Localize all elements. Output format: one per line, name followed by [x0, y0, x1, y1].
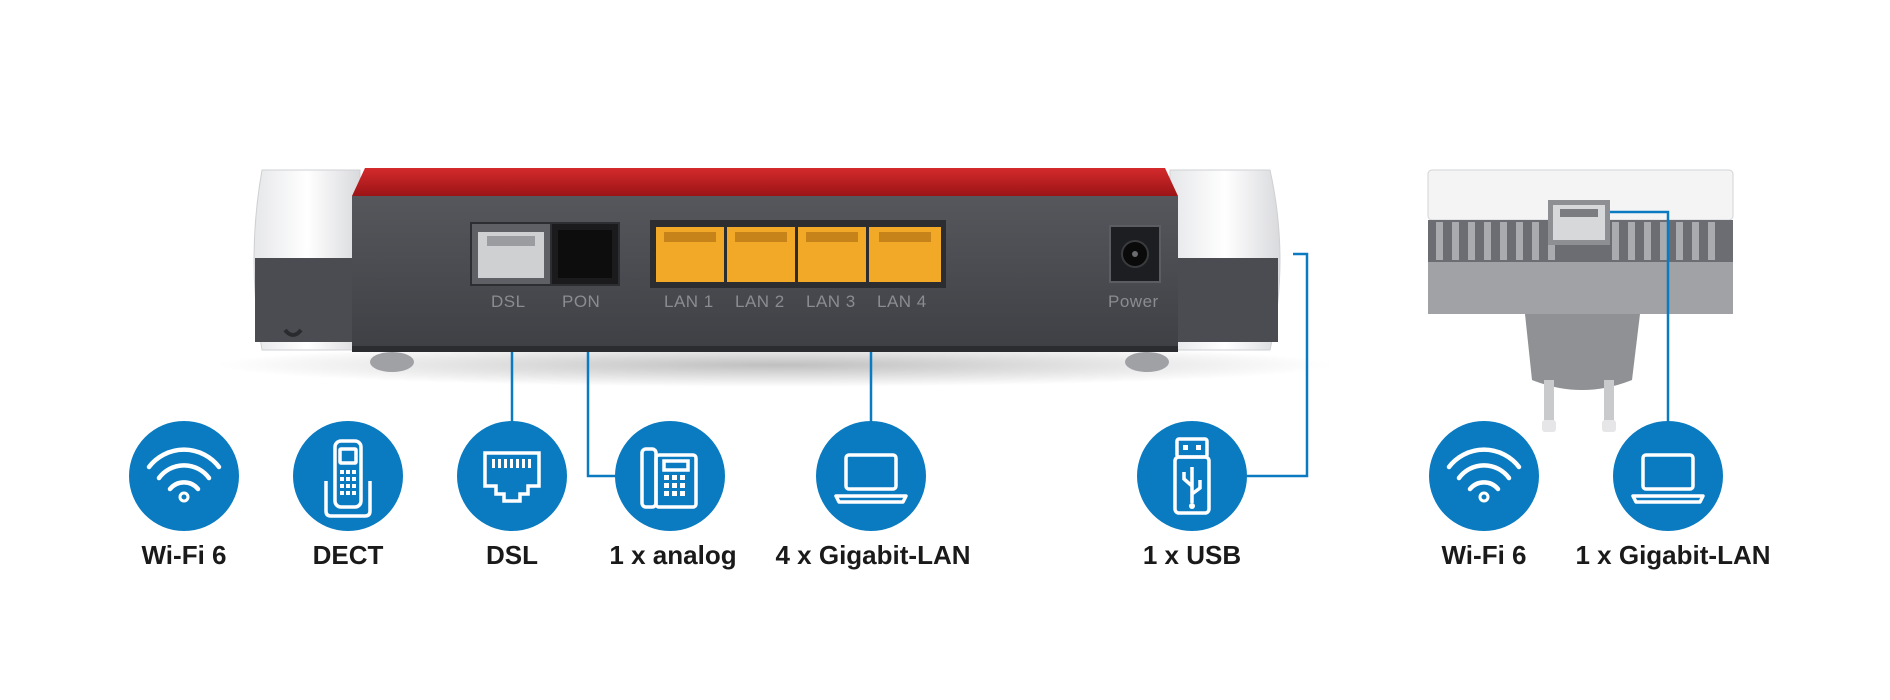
analog-phone-icon [615, 421, 725, 531]
port-label-power: Power [1108, 292, 1159, 311]
dsl-port-icon [457, 421, 567, 531]
feature-label-repeater-lan: 1 x Gigabit-LAN [1575, 540, 1771, 570]
lan-ports [650, 220, 946, 288]
feature-label-usb: 1 x USB [1142, 540, 1242, 570]
port-label-lan3: LAN 3 [806, 292, 856, 311]
port-label-lan4: LAN 4 [877, 292, 927, 311]
repeater [1427, 169, 1734, 432]
feature-label-repeater-wifi: Wi-Fi 6 [1441, 540, 1527, 570]
feature-label-wifi: Wi-Fi 6 [141, 540, 227, 570]
usb-icon [1137, 421, 1247, 531]
port-label-pon: PON [562, 292, 600, 311]
wifi-icon [129, 421, 239, 531]
dect-phone-icon [293, 421, 403, 531]
port-label-lan1: LAN 1 [664, 292, 714, 311]
dsl-port [470, 222, 552, 286]
power-port [1109, 225, 1161, 283]
connector-lines [510, 210, 1670, 478]
port-label-lan2: LAN 2 [735, 292, 785, 311]
feature-label-gigabit-lan: 4 x Gigabit-LAN [775, 540, 971, 570]
feature-label-analog: 1 x analog [609, 540, 737, 570]
wifi-icon [1429, 421, 1539, 531]
laptop-icon [1613, 421, 1723, 531]
feature-label-dsl: DSL [486, 540, 538, 570]
port-label-dsl: DSL [491, 292, 526, 311]
laptop-icon [816, 421, 926, 531]
feature-label-dect: DECT [312, 540, 384, 570]
pon-port [550, 222, 620, 286]
